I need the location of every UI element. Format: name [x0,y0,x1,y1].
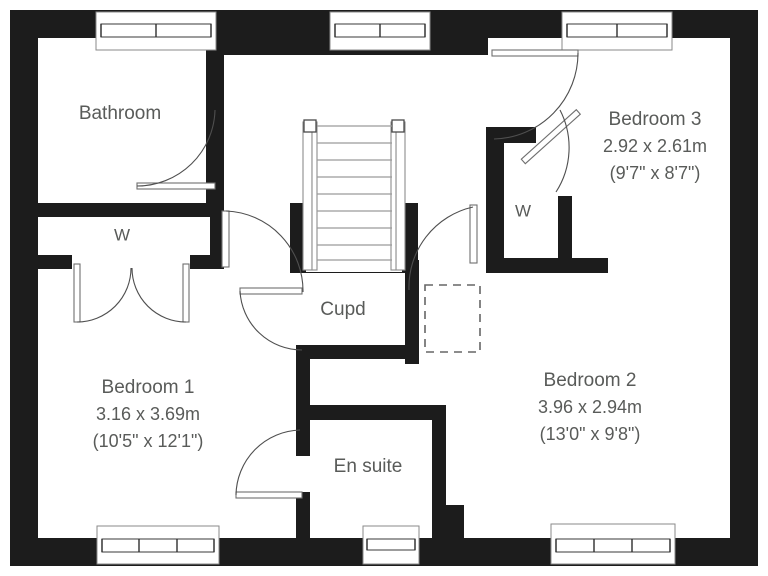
wall-ensuite-west-lower [296,492,310,538]
staircase [302,119,406,272]
wall-cupd-west-lower [296,345,310,417]
room-dim-metric-bedroom-2: 3.96 x 2.94m [538,397,642,417]
room-label-cupboard: Cupd [320,299,365,320]
wall-cupd-south [296,345,419,359]
window-bedroom3-top [561,11,673,51]
room-dim-metric-bedroom-1: 3.16 x 3.69m [96,404,200,424]
room-dim-imperial-bedroom-3: (9'7" x 8'7") [610,163,701,183]
door-bedroom3 [491,49,582,193]
wardrobe-label-bedroom-3: W [515,201,531,220]
airing-cupboard-outline [424,284,481,353]
room-label-bedroom-1: Bedroom 1 [102,377,195,398]
wardrobe-label-bedroom-1: W [114,225,130,244]
window-bedroom2-bottom [550,523,676,565]
wall-bathroom-south [38,203,224,217]
wall-wardrobe1-south-left [38,255,72,269]
wall-stair-west [290,203,306,273]
wall-ensuite-east-foot [432,505,464,538]
wall-wardrobe1-east [210,213,224,269]
room-label-bathroom: Bathroom [79,103,161,124]
room-dim-imperial-bedroom-2: (13'0" x 9'8") [540,424,641,444]
window-landing-top [329,11,431,51]
stair-newel-right [391,119,405,133]
room-label-bedroom-3: Bedroom 3 [609,109,702,130]
window-bedroom1-bottom [96,525,220,565]
room-dim-imperial-bedroom-1: (10'5" x 12'1") [93,431,204,451]
door-ensuite [235,429,303,499]
stair-treads [317,125,392,261]
wall-wardrobe3-east [558,196,572,266]
wall-stair-east [402,203,418,273]
room-label-en-suite: En suite [334,456,403,477]
wall-ensuite-north [296,405,446,420]
wall-bedroom3-south [486,258,608,273]
window-bathroom-top [95,11,217,51]
wall-bathroom-east [206,38,224,213]
door-landing-west [221,210,304,293]
wall-ensuite-east [432,405,446,515]
wardrobe-doors-bedroom1 [73,263,190,323]
room-dim-metric-bedroom-3: 2.92 x 2.61m [603,136,707,156]
door-group [73,49,582,499]
window-group [95,11,676,565]
door-bathroom [136,109,216,190]
door-bedroom2 [408,204,478,291]
wall-bedroom3-west [486,127,504,273]
wall-ensuite-west-upper [296,420,310,456]
stair-newel-left [303,119,317,133]
label-group: Bathroom Bedroom 3 2.92 x 2.61m (9'7" x … [79,103,707,477]
room-label-bedroom-2: Bedroom 2 [544,370,637,391]
wall-bedroom3-north-stub [486,127,536,143]
door-bedroom1 [239,287,303,351]
window-ensuite-bottom [362,525,420,565]
